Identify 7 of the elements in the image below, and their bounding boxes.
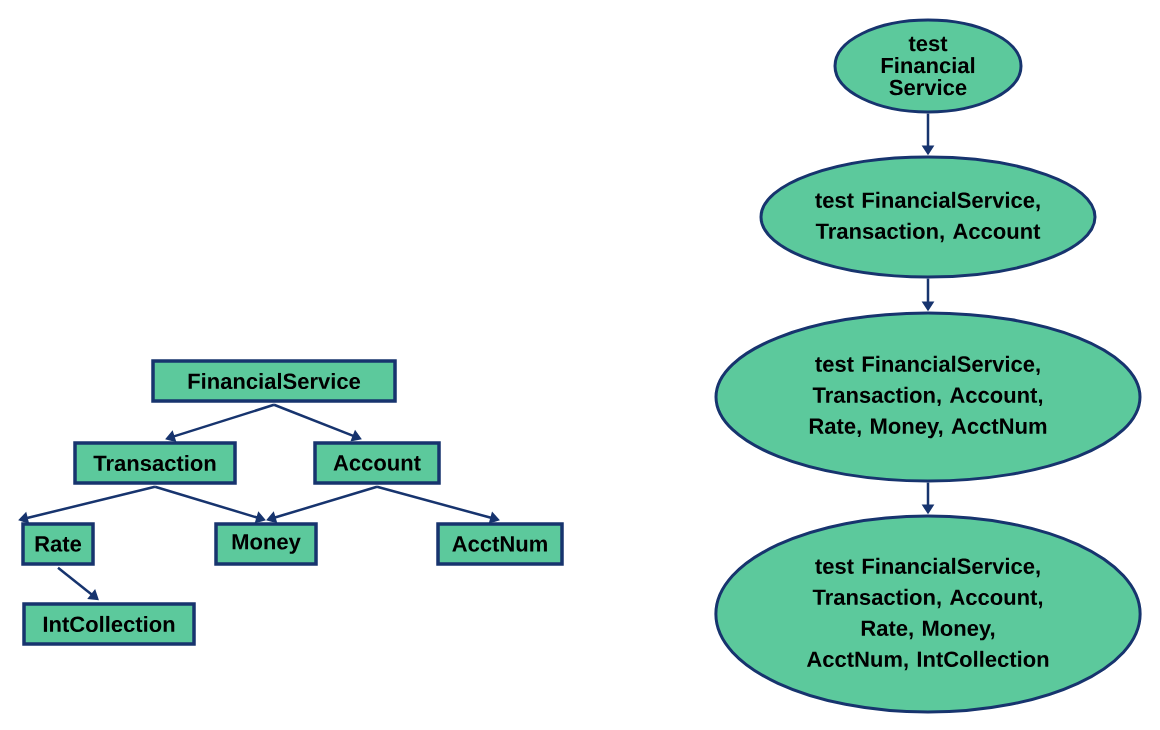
class-box: Rate (21, 522, 95, 566)
class-box: IntCollection (22, 602, 196, 646)
class-box: Money (214, 522, 318, 566)
class-box: Transaction (73, 441, 237, 485)
class-box: Account (313, 441, 441, 485)
class-box: FinancialService (151, 359, 397, 403)
class-box: AcctNum (436, 522, 564, 566)
